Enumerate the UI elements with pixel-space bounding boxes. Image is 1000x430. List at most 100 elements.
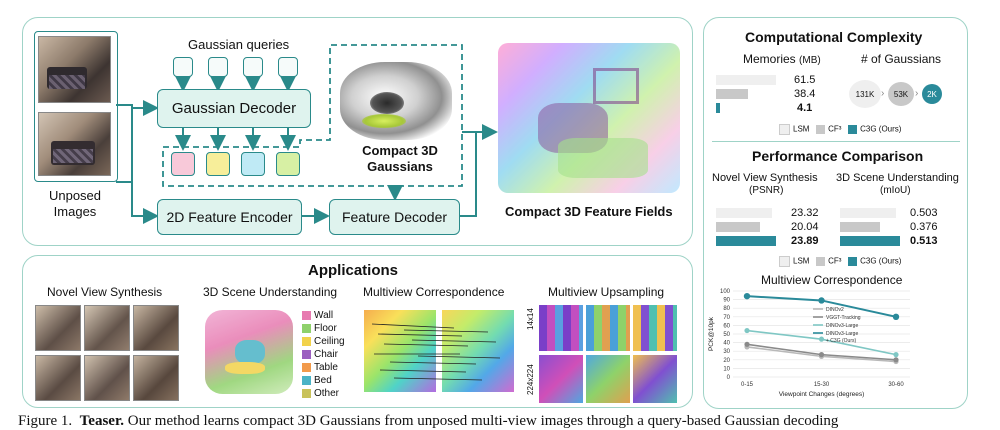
unposed-images-label: Unposed Images: [48, 188, 102, 219]
y-tick-label: 0: [727, 375, 731, 381]
seg-legend-floor: Floor: [302, 323, 337, 334]
input-images-frame: [34, 31, 118, 182]
data-point: [892, 313, 900, 320]
correspondence-chart-title: Multiview Correspondence: [761, 273, 903, 287]
seg-legend-table: Table: [302, 362, 338, 373]
gaussian-decoder-box: Gaussian Decoder: [157, 89, 311, 128]
data-point: [818, 336, 825, 342]
gaussian-query-2: [208, 57, 228, 77]
gaussian-query-4: [278, 57, 298, 77]
y-tick-label: 100: [720, 289, 731, 295]
x-tick-label: 30-60: [888, 382, 904, 388]
miou-value-lsm: 0.503: [910, 207, 938, 219]
gaussian-token-1: [171, 152, 195, 176]
divider-1: [712, 141, 960, 142]
correspondence-line-chart: 0 10 20 30 40 50 60 70 80 90 100 0-15 15-30 30-60View…: [708, 289, 910, 398]
legend-label: DINOv2: [826, 307, 844, 313]
psnr-bar-lsm: [716, 208, 772, 218]
nvs-metric-label: Novel View Synthesis: [712, 172, 818, 184]
data-point: [744, 327, 750, 334]
memory-value-cf3: 38.4: [794, 88, 816, 100]
input-image-2: [38, 112, 111, 176]
y-tick-label: 50: [723, 332, 730, 338]
data-point: [893, 352, 899, 358]
psnr-value-cf3: 20.04: [791, 221, 819, 233]
data-point: [818, 352, 825, 358]
seg-legend-bed: Bed: [302, 375, 332, 386]
compact-gaussians-render: [340, 62, 452, 140]
gaussian-token-3: [241, 152, 265, 176]
feature-encoder-box: 2D Feature Encoder: [157, 199, 302, 235]
upsampling-row-label-2: 224x224: [526, 364, 535, 395]
performance-title: Performance Comparison: [752, 148, 924, 164]
nvs-metric-unit: (PSNR): [749, 185, 784, 196]
app-label-nvs: Novel View Synthesis: [47, 285, 163, 299]
legend-label: DINOv3-Large: [826, 331, 858, 337]
compact-feature-field-render: [498, 43, 680, 193]
x-axis-label: Viewpoint Changes (degrees): [779, 391, 865, 398]
gaussian-query-3: [243, 57, 263, 77]
x-tick-label: 0-15: [741, 382, 754, 388]
pipeline-arrows: [116, 44, 498, 224]
gaussian-token-4: [276, 152, 300, 176]
miou-bar-c3g: [840, 236, 900, 246]
seg-legend-chair: Chair: [302, 349, 338, 360]
seg-metric-unit: (mIoU): [880, 185, 911, 196]
y-tick-label: 80: [723, 306, 730, 312]
gaussian-token-2: [206, 152, 230, 176]
correspondence-render: [364, 310, 514, 392]
y-axis-label: PCK@10pk: [708, 316, 715, 351]
num-gaussians-label: # of Gaussians: [861, 52, 942, 66]
memory-value-lsm: 61.5: [794, 74, 816, 86]
compact-feature-fields-label: Compact 3D Feature Fields: [505, 204, 673, 219]
gaussian-count-131k: 131K: [849, 80, 881, 108]
y-tick-label: 40: [723, 341, 730, 347]
seg-legend-wall: Wall: [302, 310, 333, 321]
data-point: [818, 297, 825, 304]
complexity-title: Computational Complexity: [745, 29, 923, 45]
psnr-value-lsm: 23.32: [791, 207, 819, 219]
x-tick-label: 15-30: [814, 382, 830, 388]
feature-decoder-box: Feature Decoder: [329, 199, 460, 235]
miou-bar-lsm: [840, 208, 896, 218]
psnr-value-c3g: 23.89: [791, 235, 819, 247]
legend-label: DINOv3-Large: [826, 323, 858, 329]
y-tick-label: 60: [723, 323, 730, 329]
memory-bar-cf3: [716, 89, 748, 99]
psnr-bar-cf3: [716, 222, 760, 232]
miou-value-cf3: 0.376: [910, 221, 938, 233]
segmentation-render: [205, 310, 293, 394]
upsampling-row-label-1: 14x14: [526, 308, 535, 330]
applications-title: Applications: [308, 262, 399, 279]
y-tick-label: 10: [723, 366, 730, 372]
legend-label: + C3G (Ours): [826, 338, 856, 344]
input-image-1: [38, 36, 111, 103]
gaussian-queries-label: Gaussian queries: [188, 37, 290, 52]
seg-metric-label: 3D Scene Understanding: [836, 172, 959, 184]
seg-legend-ceiling: Ceiling: [302, 336, 345, 347]
app-label-upsampling: Multiview Upsampling: [548, 285, 665, 299]
nvs-image-grid: [35, 305, 179, 401]
memory-value-c3g: 4.1: [797, 102, 813, 114]
memory-bar-lsm: [716, 75, 776, 85]
gaussian-count-53k: 53K: [888, 82, 914, 106]
figure-caption: Figure 1. Teaser. Our method learns comp…: [18, 413, 839, 429]
upsampling-grid: [539, 305, 679, 403]
y-tick-label: 90: [723, 298, 730, 304]
complexity-legend: LSM CF³ C3G (Ours): [779, 124, 901, 135]
miou-bar-cf3: [840, 222, 880, 232]
compact-gaussians-label: Compact 3D Gaussians: [362, 143, 438, 174]
data-point: [744, 341, 750, 347]
data-point: [743, 292, 751, 300]
y-tick-label: 20: [723, 358, 730, 364]
y-tick-label: 70: [723, 315, 730, 321]
app-label-corr: Multiview Correspondence: [363, 285, 505, 299]
gaussian-count-2k: 2K: [922, 84, 942, 104]
legend-label: VGGT-Tracking: [826, 315, 861, 321]
memories-label: Memories (MB): [743, 52, 821, 66]
y-tick-label: 30: [723, 349, 730, 355]
memory-bar-c3g: [716, 103, 720, 113]
performance-legend: LSM CF³ C3G (Ours): [779, 256, 901, 267]
data-point: [893, 357, 899, 363]
chevron-right-icon: ›: [915, 88, 919, 99]
